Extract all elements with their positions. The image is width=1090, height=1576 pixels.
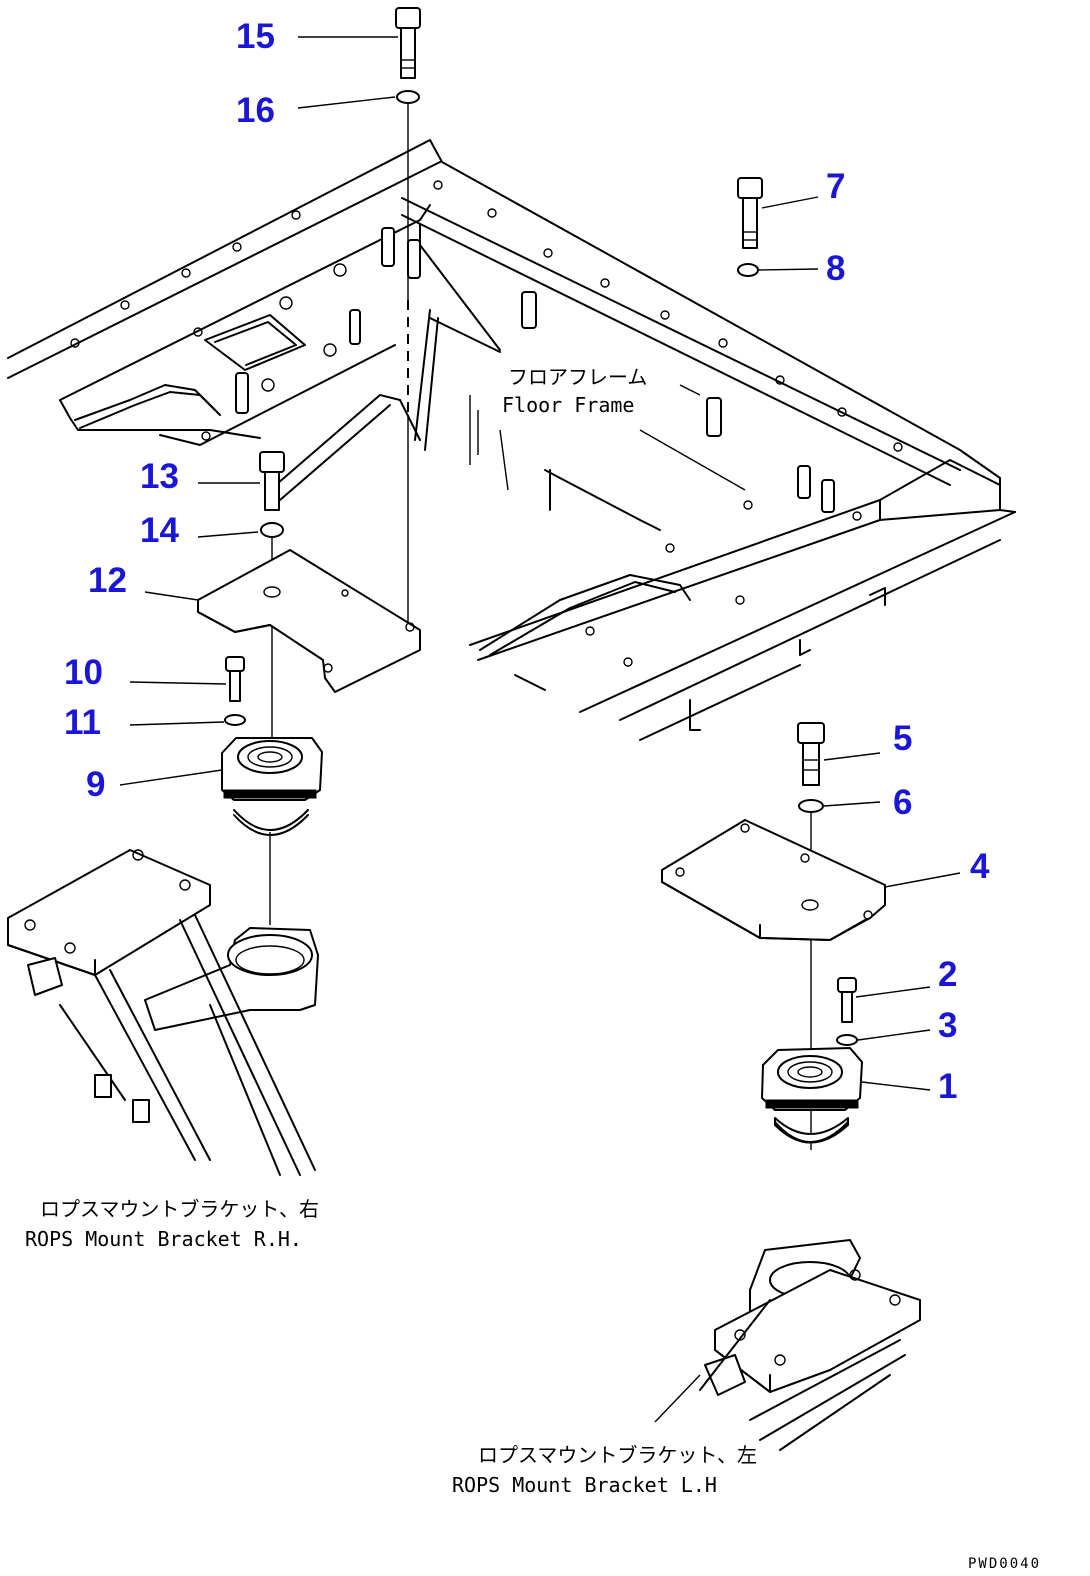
- callout-2: 2: [938, 955, 957, 994]
- leader-lines: [119, 36, 961, 1091]
- bolt-10: [225, 656, 245, 702]
- callout-6: 6: [893, 783, 912, 822]
- bolt-13: [259, 451, 285, 511]
- washer-11: [224, 714, 246, 726]
- callout-13: 13: [140, 457, 179, 496]
- callout-1: 1: [938, 1067, 957, 1106]
- mount-9: [221, 737, 323, 836]
- mount-1: [761, 1047, 863, 1144]
- rops-mount-bracket-lh: [654, 1239, 921, 1451]
- captions: フロアフレーム Floor Frame ロプスマウントブラケット、右 ROPS …: [25, 365, 1041, 1572]
- callout-3: 3: [938, 1006, 957, 1045]
- callout-9: 9: [86, 765, 105, 804]
- callout-7: 7: [826, 167, 845, 206]
- washer-8: [737, 263, 759, 277]
- callout-14: 14: [140, 511, 179, 550]
- frame-bosses: [235, 227, 835, 513]
- rops-mount-bracket-rh: [7, 849, 319, 1176]
- floor-frame: [7, 139, 1016, 741]
- callout-5: 5: [893, 719, 912, 758]
- bolt-7: [737, 177, 763, 249]
- rops-rh-label-jp: ロプスマウントブラケット、右: [40, 1197, 319, 1221]
- rops-rh-label-en: ROPS Mount Bracket R.H.: [25, 1227, 302, 1251]
- frame-holes: [70, 180, 903, 667]
- washer-6: [798, 799, 824, 813]
- callout-11: 11: [64, 703, 101, 742]
- rops-lh-label-jp: ロプスマウントブラケット、左: [478, 1443, 757, 1467]
- bolt-2: [837, 977, 857, 1023]
- callout-16: 16: [236, 91, 275, 130]
- washer-3: [836, 1034, 858, 1046]
- bolt-15: [395, 7, 421, 79]
- callout-12: 12: [88, 561, 127, 600]
- callout-numbers: 15 16 7 8 13 14 12 10 11 9 5 6 4 2 3 1: [64, 17, 990, 1106]
- callout-4: 4: [970, 847, 990, 886]
- washer-16: [396, 90, 420, 104]
- washer-14: [260, 522, 284, 538]
- bolt-5: [797, 722, 825, 786]
- plate-4: [661, 819, 886, 941]
- callout-10: 10: [64, 653, 103, 692]
- floor-frame-label-jp: フロアフレーム: [508, 365, 647, 389]
- rops-lh-label-en: ROPS Mount Bracket L.H: [452, 1473, 717, 1497]
- plate-12: [197, 549, 421, 693]
- callout-8: 8: [826, 249, 845, 288]
- drawing-code: PWD0040: [968, 1556, 1041, 1572]
- floor-frame-label-en: Floor Frame: [502, 393, 634, 417]
- callout-15: 15: [236, 17, 275, 56]
